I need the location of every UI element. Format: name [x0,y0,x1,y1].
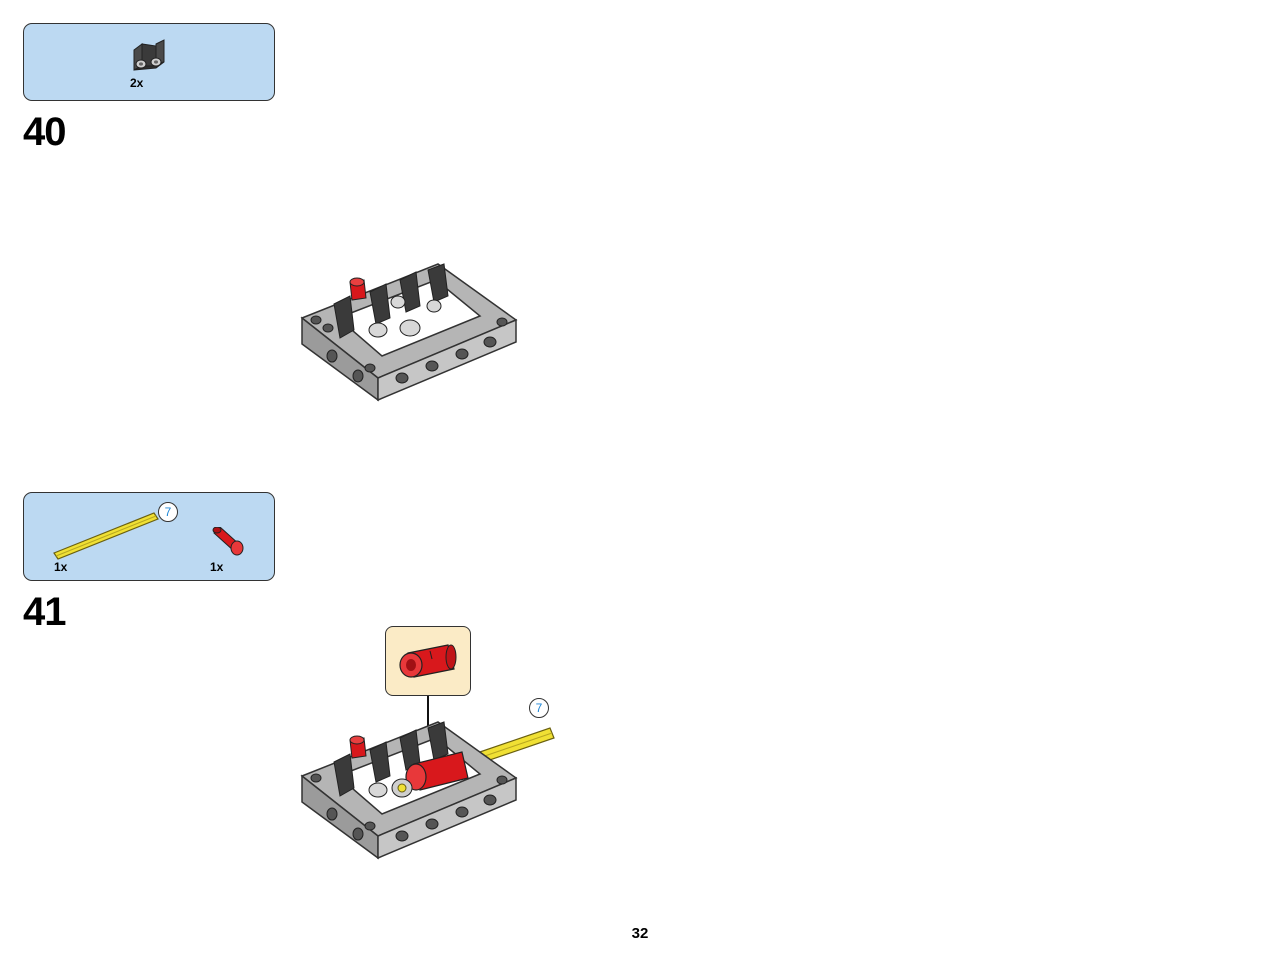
yellow-axle-icon [53,512,159,560]
perpendicular-connector-icon [133,39,165,71]
red-axle-connector-icon [212,527,244,556]
callout-box [385,626,471,696]
step-number: 41 [23,590,66,634]
red-axle-connector-icon [399,644,457,678]
part-quantity: 1x [54,560,68,574]
step-41-assembly-image [300,696,555,860]
page-number: 32 [631,925,649,942]
axle-length-badge: 7 [158,502,178,522]
part-quantity: 2x [130,76,144,90]
step-40-assembly-image [300,263,518,402]
axle-length-badge: 7 [529,698,549,718]
part-quantity: 1x [210,560,224,574]
step-40-parts-list: 2x [23,23,275,101]
step-41-parts-list: 7 1x 1x [23,492,275,581]
step-number: 40 [23,110,66,154]
